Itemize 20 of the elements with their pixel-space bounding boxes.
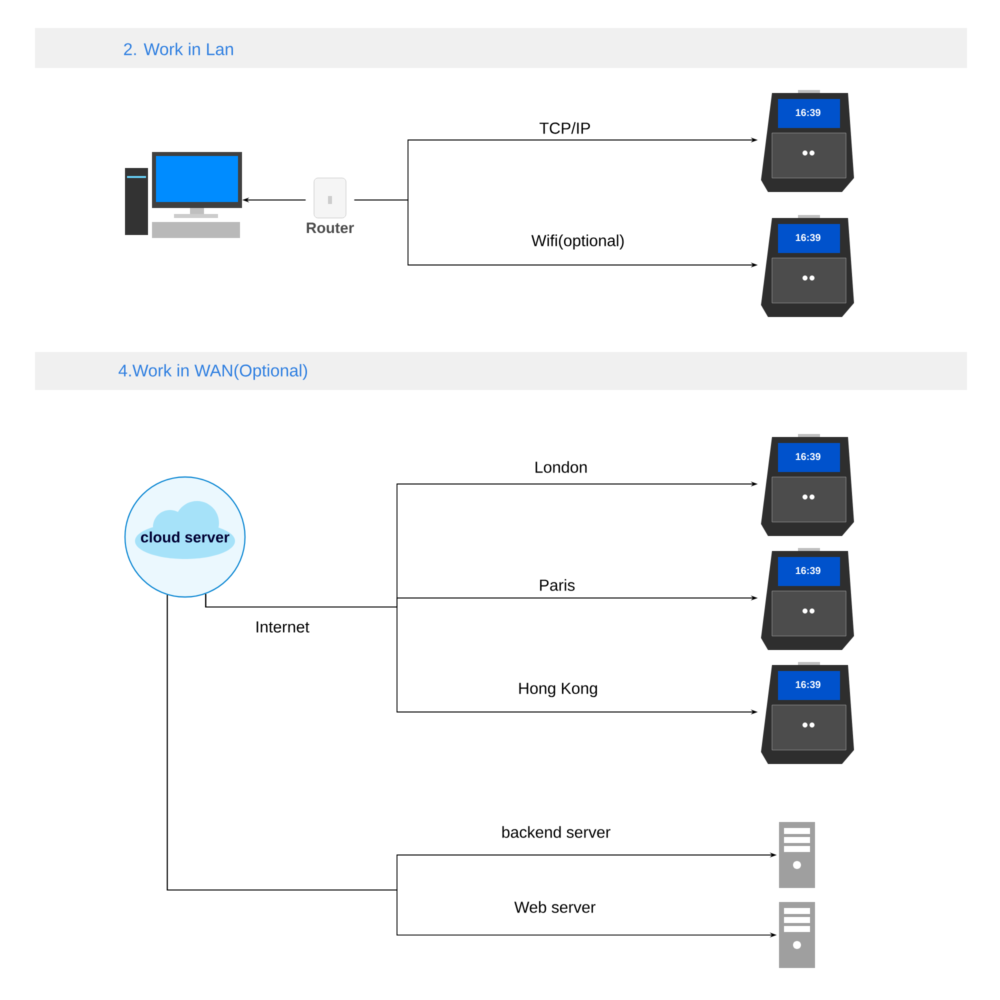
edge-label: Paris — [538, 578, 576, 592]
heading-band: 2. Work in Lan — [35, 28, 968, 68]
edge-label: TCP/IP — [538, 121, 592, 135]
terminal-drawing: 16:39 — [761, 215, 854, 317]
terminal-drawing: 16:39 — [761, 548, 854, 650]
server-icon — [779, 822, 816, 888]
edge-label: Web server — [513, 900, 597, 914]
edge-label: Hong Kong — [516, 682, 600, 698]
terminal-drawing: 16:39 — [761, 434, 854, 536]
heading-band: 4.Work in WAN(Optional) — [35, 352, 968, 390]
edge-label: backend server — [500, 825, 612, 839]
terminal-drawing: 16:39 — [761, 662, 854, 764]
network-label: Internet — [256, 621, 310, 633]
router: Router — [306, 178, 354, 234]
terminal-drawing: 16:39 — [761, 90, 854, 192]
server-icon — [779, 902, 816, 968]
computer-drawing — [125, 152, 242, 238]
edge-label: London — [533, 460, 589, 474]
node-label: Router — [306, 222, 354, 234]
edge-label: Wifi(optional) — [530, 234, 626, 250]
